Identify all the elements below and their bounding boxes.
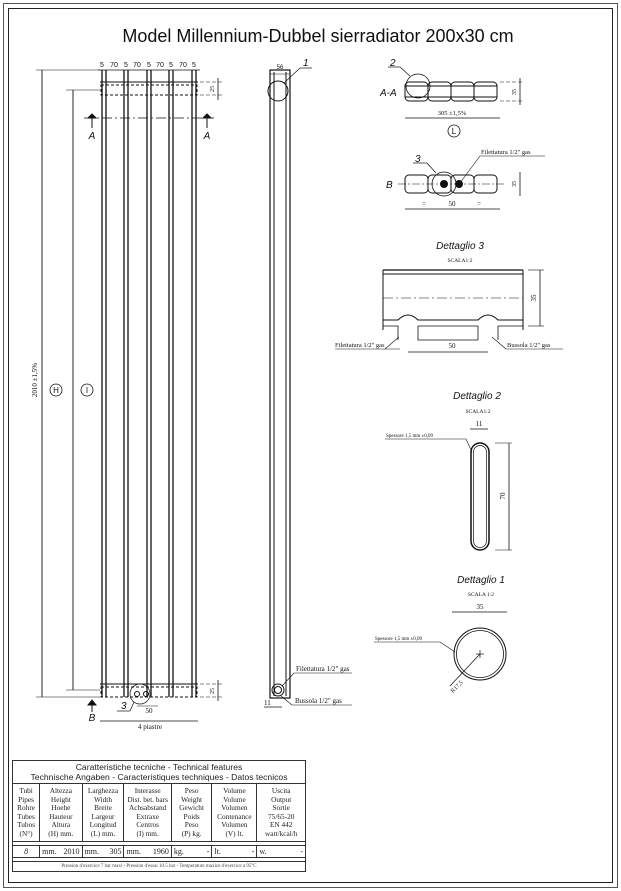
side-depth-dim: 56 bbox=[277, 65, 284, 71]
b-thread-label: Filettatura 1/2" gas bbox=[481, 149, 531, 156]
cell-tubes: 8 bbox=[11, 844, 41, 858]
section-a-mark-right: A bbox=[203, 131, 211, 142]
unit: w. bbox=[259, 846, 267, 856]
section-a-mark-left: A bbox=[88, 131, 96, 142]
dim-text: 5 bbox=[100, 62, 104, 69]
dim-text: 5 bbox=[192, 62, 196, 69]
drawing-title: Model Millennium-Dubbel sierradiator 200… bbox=[122, 26, 513, 46]
label-h: H bbox=[53, 386, 59, 395]
detail-3-scale: SCALA1:2 bbox=[447, 258, 472, 264]
b-depth-dim: 35 bbox=[512, 181, 518, 187]
header-volume: Volume Volume Volumen Contenance Volumen… bbox=[211, 783, 258, 842]
detail-1-thickness: Spessore 1,5 mm ±0,09 bbox=[375, 637, 423, 642]
dim-text: 70 bbox=[110, 62, 118, 69]
section-b-mark: B bbox=[89, 713, 96, 724]
dim-text: 5 bbox=[169, 62, 173, 69]
unit: mm. bbox=[126, 846, 141, 856]
detail-3-height-dim: 35 bbox=[530, 294, 538, 302]
cell-height: mm. 2010 bbox=[39, 844, 83, 858]
section-aa-label: A-A bbox=[379, 88, 397, 99]
cell-width: mm. 305 bbox=[81, 844, 125, 858]
value: 2010 bbox=[63, 846, 80, 856]
table-title-1: Caratteristiche tecniche - Technical fea… bbox=[12, 760, 306, 772]
detail-1-scale: SCALA 1:2 bbox=[468, 592, 494, 598]
cell-output: w. - bbox=[256, 844, 306, 858]
b-dim-equal-left: = bbox=[422, 200, 426, 208]
label-l: L bbox=[452, 127, 457, 136]
dim-text: 5 bbox=[147, 62, 151, 69]
detail-2-scale: SCALA1:2 bbox=[465, 409, 490, 415]
value: 1960 bbox=[152, 846, 169, 856]
detail-2-ref: 2 bbox=[389, 58, 396, 69]
table-footer: Pression d'exercice 7 bar maxi - Pressio… bbox=[12, 860, 306, 872]
unit: lt. bbox=[214, 846, 221, 856]
dim-text: 5 bbox=[124, 62, 128, 69]
unit: kg. bbox=[173, 846, 184, 856]
value: - bbox=[251, 846, 255, 856]
detail-3: Dettaglio 3 SCALA1:2 35 Filettatura 1/2"… bbox=[335, 241, 563, 353]
cell-weight: kg. - bbox=[170, 844, 213, 858]
dim-text: 70 bbox=[133, 62, 141, 69]
detail-1-diameter-dim: 35 bbox=[477, 603, 485, 611]
aa-depth-dim: 35 bbox=[512, 89, 518, 95]
side-view: 56 1 Filettatura 1/2" gas Bussola 1/2" g… bbox=[264, 58, 352, 708]
detail-3-title: Dettaglio 3 bbox=[436, 241, 484, 252]
side-thread-label: Filettatura 1/2" gas bbox=[296, 665, 350, 673]
label-h-circle bbox=[49, 383, 63, 397]
detail-3-bushing-label: Bussola 1/2" gas bbox=[507, 342, 551, 349]
value: - bbox=[206, 846, 210, 856]
label-i-circle bbox=[80, 383, 94, 397]
front-view: 5 70 5 70 5 70 5 70 5 25 25 2010 ±1,5% H… bbox=[31, 62, 222, 731]
detail-2-thickness: Spessore 1,5 mm ±0,09 bbox=[386, 434, 434, 439]
detail-2: Dettaglio 2 SCALA1:2 11 70 Spessore 1,5 … bbox=[385, 391, 512, 551]
unit: mm. bbox=[84, 846, 99, 856]
header-height: Altezza Height Hoehe Hauteur Altura (H) … bbox=[39, 783, 83, 842]
b-dim-equal-right: = bbox=[477, 200, 481, 208]
technical-features-table: Caratteristiche tecniche - Technical fea… bbox=[11, 760, 306, 872]
section-aa: 2 A-A 35 305 ±1,5% L bbox=[379, 58, 522, 138]
detail-1-title: Dettaglio 1 bbox=[457, 575, 505, 586]
table-title-2: Technische Angaben - Caracteristiques te… bbox=[12, 772, 306, 784]
outer-frame bbox=[3, 3, 618, 888]
header-centers: Interasse Dist. bet. bars Achsabstand Ex… bbox=[123, 783, 172, 842]
table-row: 8 mm. 2010 mm. 305 mm. 1960 kg. - lt. - … bbox=[11, 844, 306, 858]
header-dim: 25 bbox=[210, 86, 216, 92]
value: - bbox=[300, 846, 303, 856]
dim-text: 70 bbox=[179, 62, 187, 69]
aa-width-dim: 305 ±1,5% bbox=[438, 110, 467, 117]
detail-3-thread-label: Filettatura 1/2" gas bbox=[335, 342, 385, 349]
value: 305 bbox=[109, 846, 122, 856]
height-dim: 2010 ±1,5% bbox=[31, 363, 39, 397]
side-bushing-label: Bussola 1/2" gas bbox=[295, 697, 342, 705]
header-output: Uscita Output Sortie 75/65-20 EN 442 wat… bbox=[256, 783, 306, 842]
detail-2-title: Dettaglio 2 bbox=[453, 391, 501, 402]
cell-centers: mm. 1960 bbox=[123, 844, 172, 858]
detail-3-center-dim: 50 bbox=[449, 342, 457, 350]
header-width: Larghezza Width Breite Largeur Longitud … bbox=[81, 783, 125, 842]
b-detail-3-ref: 3 bbox=[415, 154, 421, 165]
width-label: 4 piastre bbox=[138, 723, 162, 731]
cell-volume: lt. - bbox=[211, 844, 258, 858]
section-b-label: B bbox=[386, 180, 393, 191]
detail-2-height-dim: 70 bbox=[499, 492, 507, 500]
header-weight: Peso Weight Gewicht Poids Peso (P) kg. bbox=[170, 783, 213, 842]
detail-1-radius: R17,5 bbox=[450, 680, 465, 695]
detail-2-width-dim: 11 bbox=[476, 420, 483, 428]
unit: mm. bbox=[42, 846, 57, 856]
connection-dim: 50 bbox=[146, 707, 154, 715]
header-tubes: Tubi Pipes Rohre Tubes Tubos (N°) bbox=[11, 783, 41, 842]
detail-1-ref: 1 bbox=[303, 58, 309, 69]
inner-frame bbox=[8, 8, 613, 883]
side-offset-dim: 11 bbox=[264, 699, 271, 707]
dim-text: 70 bbox=[156, 62, 164, 69]
section-b: 3 B Filettatura 1/2" gas 35 = 50 = bbox=[386, 149, 545, 210]
label-i: I bbox=[86, 386, 88, 395]
bottom-dim: 25 bbox=[210, 688, 216, 694]
b-dim-center: 50 bbox=[449, 200, 457, 208]
detail-3-ref: 3 bbox=[121, 701, 127, 712]
detail-1: Dettaglio 1 SCALA 1:2 35 Spessore 1,5 mm… bbox=[374, 575, 507, 695]
